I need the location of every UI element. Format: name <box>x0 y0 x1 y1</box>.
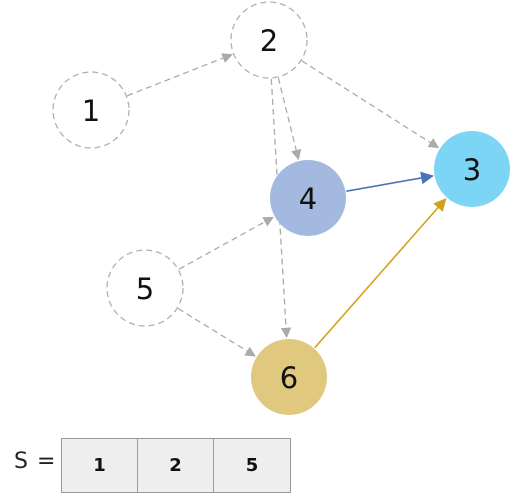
graph-diagram: 1 2 3 4 5 6 <box>52 1 510 415</box>
node-label: 2 <box>260 24 278 58</box>
edge-2-6 <box>270 78 292 339</box>
node-label: 4 <box>299 182 317 216</box>
edge-6-3 <box>314 198 447 349</box>
node-circle <box>434 131 510 207</box>
node-label: 3 <box>463 153 481 187</box>
node-circle <box>106 249 184 327</box>
stack-cell: 5 <box>245 455 259 476</box>
stack-cell: 1 <box>62 439 138 492</box>
stack-array: 1 2 5 <box>61 438 291 493</box>
nodes: 1 2 3 4 5 6 <box>52 1 510 415</box>
node-label: 1 <box>82 94 100 128</box>
edge-5-4 <box>178 216 274 270</box>
stack-cell: 2 <box>138 439 214 492</box>
node-label: 5 <box>136 272 154 306</box>
node-4: 4 <box>270 160 346 236</box>
edge-2-3 <box>301 60 440 149</box>
node-1: 1 <box>52 71 130 149</box>
node-circle <box>52 71 130 149</box>
edge-2-4 <box>277 77 302 161</box>
edge-5-6 <box>177 307 256 357</box>
node-2: 2 <box>230 1 308 79</box>
node-6: 6 <box>251 339 327 415</box>
node-circle <box>230 1 308 79</box>
node-label: 6 <box>280 361 298 395</box>
stack-label: S = <box>14 449 57 474</box>
node-circle <box>251 339 327 415</box>
edges <box>127 53 447 357</box>
edge-1-2 <box>127 53 233 97</box>
node-3: 3 <box>434 131 510 207</box>
node-circle <box>270 160 346 236</box>
node-5: 5 <box>106 249 184 327</box>
edge-4-3 <box>346 171 434 192</box>
